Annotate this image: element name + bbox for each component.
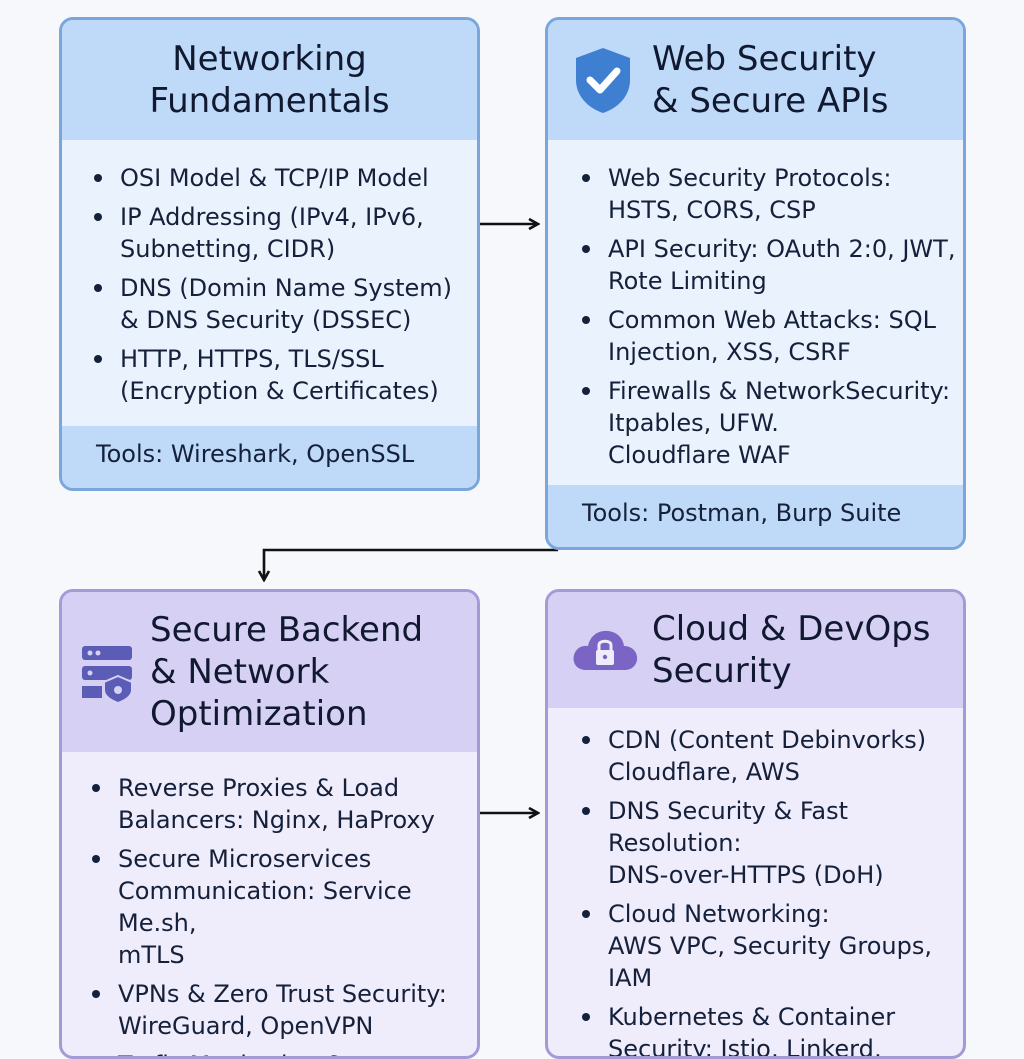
card-title: Networking Fundamentals (149, 39, 390, 121)
flow-connectors (0, 0, 558, 1024)
list-item: DNS Security & Fast Resolution: DNS-over… (574, 795, 963, 891)
card-title: Secure Backend & Network Optimization (150, 610, 424, 734)
list-item: CDN (Content Debinvorks) Cloudflare, AWS (574, 724, 963, 788)
card-header: Secure Backend & Network Optimization (62, 592, 477, 752)
card-header: Cloud & DevOps Security (548, 592, 963, 708)
cloud-lock-icon (570, 620, 640, 680)
card-networking-fundamentals: Networking Fundamentals OSI Model & TCP/… (59, 17, 480, 491)
list-item: Firewalls & NetworkSecurity: Itpables, U… (574, 375, 963, 471)
tools-bar: Tools: Postman, Burp Suite (548, 485, 963, 547)
card-web-security: Web Security & Secure APIs Web Security … (545, 17, 966, 550)
list-item: IP Addressing (IPv4, IPv6, Subnetting, C… (86, 201, 477, 265)
list-item: HTTP, HTTPS, TLS/SSL (Encryption & Certi… (86, 343, 477, 407)
card-header: Networking Fundamentals (62, 20, 477, 140)
list-item: Kubernetes & Container Security: Istio, … (574, 1001, 963, 1056)
card-title: Cloud & DevOps Security (652, 609, 931, 691)
list-item: Common Web Attacks: SQL Injection, XSS, … (574, 304, 963, 368)
list-item: Secure Microservices Communication: Serv… (84, 843, 477, 971)
list-item: Web Security Protocols: HSTS, CORS, CSP (574, 162, 963, 226)
list-item: VPNs & Zero Trust Security: WireGuard, O… (84, 978, 477, 1042)
list-item: Cloud Networking: AWS VPC, Security Grou… (574, 898, 963, 994)
list-item: Trafic Monitoring & (84, 1049, 477, 1056)
topic-list: Web Security Protocols: HSTS, CORS, CSP … (574, 162, 963, 471)
card-title: Web Security & Secure APIs (652, 39, 889, 121)
topic-list: CDN (Content Debinvorks) Cloudflare, AWS… (574, 724, 963, 1056)
card-cloud-devops: Cloud & DevOps Security CDN (Content Deb… (545, 589, 966, 1059)
card-body: OSI Model & TCP/IP Model IP Addressing (… (62, 140, 477, 426)
shield-check-icon (570, 44, 636, 116)
topic-list: Reverse Proxies & Load Balancers: Nginx,… (84, 772, 477, 1056)
list-item: Reverse Proxies & Load Balancers: Nginx,… (84, 772, 477, 836)
card-secure-backend: Secure Backend & Network Optimization Re… (59, 589, 480, 1059)
arrow-websecurity-to-backend (264, 548, 558, 580)
list-item: OSI Model & TCP/IP Model (86, 162, 477, 194)
tools-bar: Tools: Wireshark, OpenSSL (62, 426, 477, 488)
card-body: CDN (Content Debinvorks) Cloudflare, AWS… (548, 708, 963, 1056)
server-shield-icon (80, 640, 136, 705)
card-header: Web Security & Secure APIs (548, 20, 963, 140)
topic-list: OSI Model & TCP/IP Model IP Addressing (… (86, 162, 477, 407)
card-body: Reverse Proxies & Load Balancers: Nginx,… (62, 752, 477, 1056)
list-item: API Security: OAuth 2:0, JWT, Rote Limit… (574, 233, 963, 297)
card-body: Web Security Protocols: HSTS, CORS, CSP … (548, 140, 963, 485)
list-item: DNS (Domin Name System) & DNS Security (… (86, 272, 477, 336)
